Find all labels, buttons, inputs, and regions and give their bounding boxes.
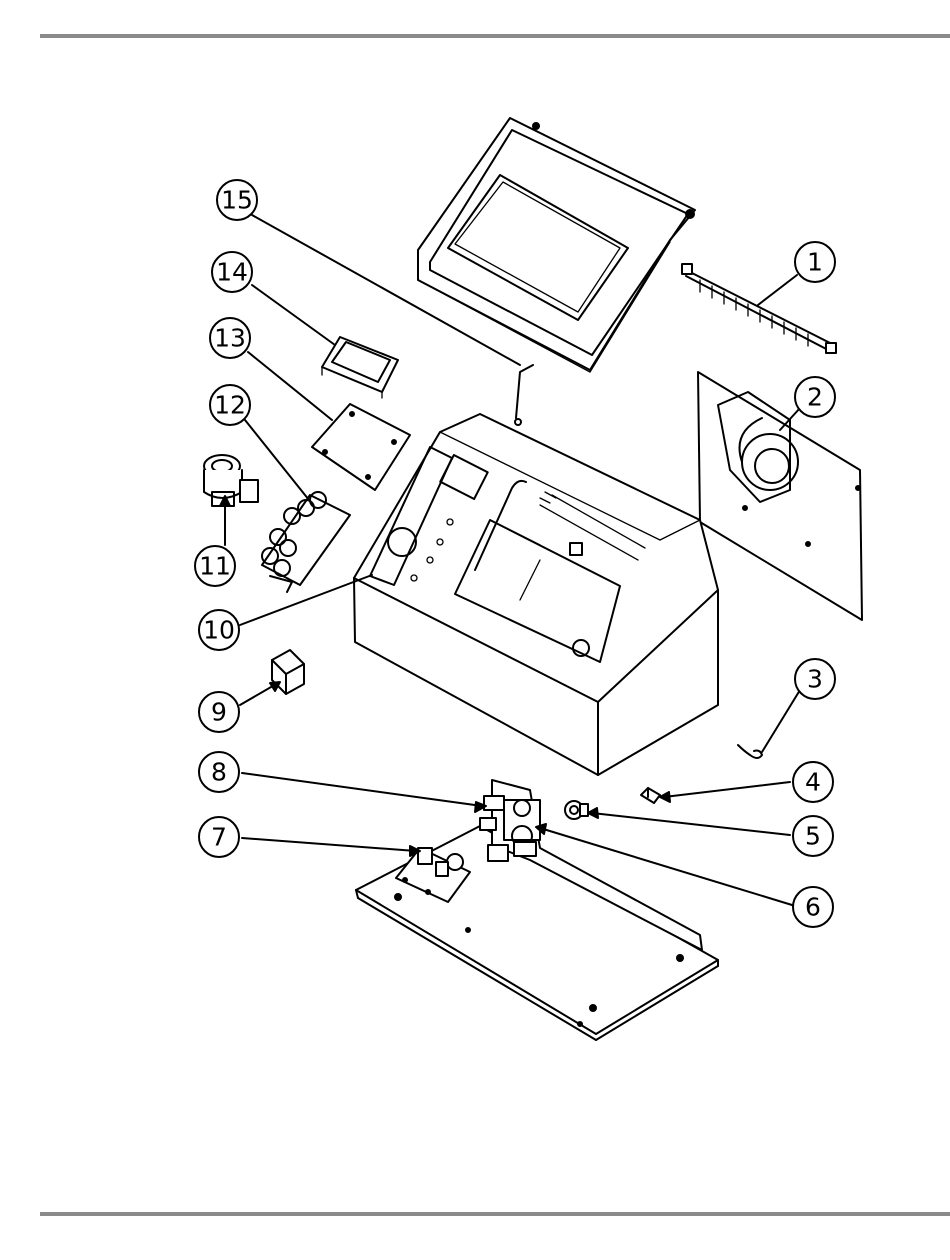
callout-label-14: 14 (216, 258, 248, 287)
callout-4: 4 (793, 762, 833, 802)
callout-14: 14 (212, 252, 252, 292)
callout-label-2: 2 (807, 383, 823, 412)
callout-label-12: 12 (214, 391, 246, 420)
callout-5: 5 (793, 816, 833, 856)
callout-label-13: 13 (214, 324, 246, 353)
callout-15: 15 (217, 180, 257, 220)
lid-cover (418, 118, 695, 372)
display-module (322, 337, 398, 398)
callout-label-5: 5 (805, 822, 821, 851)
valve-manifold (262, 492, 350, 592)
callout-7: 7 (199, 817, 239, 857)
callout-6: 6 (793, 887, 833, 927)
callout-11: 11 (195, 546, 235, 586)
callout-label-11: 11 (199, 552, 231, 581)
callout-label-3: 3 (807, 665, 823, 694)
callout-9: 9 (199, 692, 239, 732)
callout-10: 10 (199, 610, 239, 650)
back-panel-blower (698, 372, 862, 620)
main-housing (354, 414, 718, 775)
fitting (565, 801, 588, 819)
callout-1: 1 (795, 242, 835, 282)
callout-label-10: 10 (203, 616, 235, 645)
callout-label-4: 4 (805, 768, 821, 797)
callout-label-7: 7 (211, 823, 227, 852)
probe-wire (515, 365, 533, 425)
callout-12: 12 (210, 385, 250, 425)
callout-8: 8 (199, 752, 239, 792)
callout-label-1: 1 (807, 248, 823, 277)
small-bracket (641, 788, 660, 803)
callout-label-8: 8 (211, 758, 227, 787)
callout-label-6: 6 (805, 893, 821, 922)
spring-pin (738, 745, 762, 758)
callout-label-9: 9 (211, 698, 227, 727)
valve-assembly (204, 455, 258, 506)
callout-2: 2 (795, 377, 835, 417)
callout-3: 3 (795, 659, 835, 699)
callout-13: 13 (210, 318, 250, 358)
callout-label-15: 15 (221, 186, 253, 215)
